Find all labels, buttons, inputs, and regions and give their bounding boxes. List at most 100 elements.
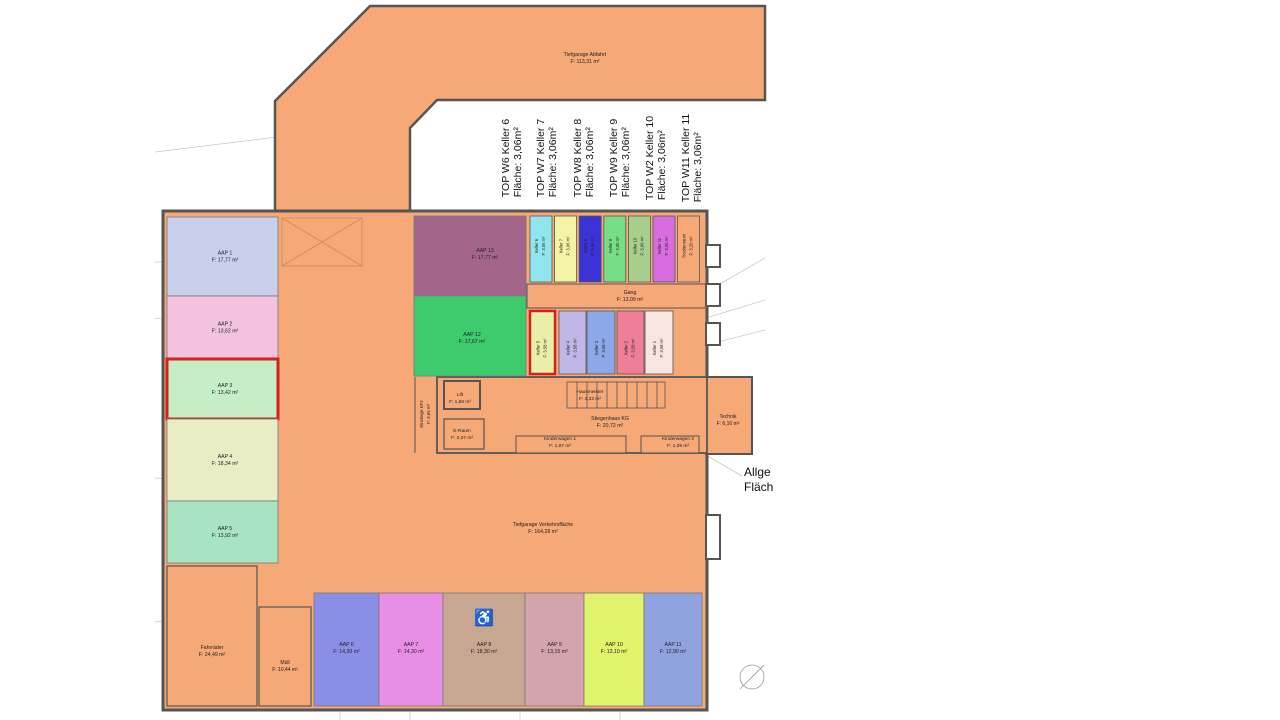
- north-arrow-line: [739, 664, 765, 690]
- aap-5-area: F: 13,92 m²: [212, 533, 239, 539]
- fahrrad-room: [166, 565, 258, 707]
- ramp-cross: [281, 217, 363, 267]
- storage-top-1-area: F: 3,06 m²: [541, 236, 546, 256]
- kinderwagen2-box: [640, 435, 700, 454]
- aap-5-name: AAP 5: [218, 526, 233, 532]
- muell-room: [258, 606, 312, 707]
- aap-11-area: F: 12,90 m²: [660, 649, 687, 655]
- window-niches: [705, 244, 721, 560]
- storage-bottom-3-area: F: 3,58 m²: [601, 338, 606, 358]
- side-label-line1: Allge: [744, 465, 775, 479]
- aap-3-area: F: 13,42 m²: [212, 390, 239, 396]
- gang-name: Gang: [624, 290, 637, 296]
- storage-bottom-2-area: F: 3,58 m²: [573, 338, 578, 358]
- muell-area: F: 10,44 m²: [272, 667, 298, 673]
- top-label-line2: Fläche: 3,06m²: [692, 132, 704, 203]
- parking-aap-7: [378, 592, 444, 707]
- aap-13-area: F: 17,77 m²: [472, 255, 499, 261]
- top-label-line1: TOP W6 Keller 6: [500, 118, 512, 198]
- aap-4-name: AAP 4: [218, 454, 233, 460]
- gang-area: [526, 283, 708, 309]
- storage-top-1-name: Keller 6: [534, 238, 539, 253]
- storage-top-5-area: F: 3,06 m²: [639, 236, 644, 256]
- parking-aap-11: [643, 592, 703, 707]
- aap-10-area: F: 13,10 m²: [601, 649, 628, 655]
- parking-aap-8: [442, 592, 526, 707]
- parking-aap-6: [313, 592, 380, 707]
- storage-bottom-4: [616, 310, 645, 375]
- aap-1-name: AAP 1: [218, 251, 233, 257]
- storage-top-4-name: Keller 9: [608, 238, 613, 253]
- storage-top-6-name: Keller 11: [657, 237, 662, 254]
- top-label-line1: TOP W8 Keller 8: [572, 118, 584, 198]
- top-label-line1: TOP W9 Keller 9: [608, 118, 620, 198]
- parking-aap-10: [583, 592, 645, 707]
- kinderwagen2-name: Kinderwagen 2: [662, 436, 694, 442]
- parking-aap-4: [166, 418, 279, 502]
- top-label-line2: Fläche: 3,06m²: [656, 130, 668, 201]
- kinderwagen2-area: F: 1,39 m²: [667, 443, 689, 449]
- fahrrad-name: Fahrräder: [201, 645, 224, 651]
- aap-8-name: AAP 8: [477, 642, 492, 648]
- storage-bottom-1-name: Keller 5: [536, 340, 541, 355]
- parking-aap-12: [413, 295, 527, 377]
- stiegenhaus-name: Stiegenhaus KG: [591, 416, 629, 422]
- top-label-line1: TOP W11 Keller 11: [680, 113, 692, 203]
- storage-top-3: [578, 215, 602, 283]
- aap-13-name: AAP 13: [476, 248, 494, 254]
- storage-top-3-name: Keller 8: [583, 238, 588, 253]
- storage-bottom-3-name: Keller 3: [594, 340, 599, 355]
- aap-6-name: AAP 6: [339, 642, 354, 648]
- parking-aap-9: [524, 592, 585, 707]
- storage-top-3-area: F: 3,06 m²: [590, 236, 595, 256]
- storage-top-6: [652, 215, 676, 283]
- top-label-line1: TOP W7 Keller 7: [535, 118, 547, 198]
- kinderwagen1-name: Kinderwagen 1: [544, 436, 576, 442]
- kinderwagen1-box: [515, 435, 627, 454]
- storage-bottom-1-area: F: 3,58 m²: [543, 338, 548, 358]
- top-label-line2: Fläche: 3,06m²: [512, 127, 524, 198]
- storage-bottom-5-name: Keller 1: [652, 340, 657, 355]
- aap-4-area: F: 18,34 m²: [212, 461, 239, 467]
- hausmeister-area: F: 4,32 m²: [579, 396, 601, 402]
- aap-9-area: F: 13,15 m²: [541, 649, 568, 655]
- storage-top-7: [677, 215, 700, 283]
- lift-box: [443, 380, 481, 410]
- stiegenhaus-area: F: 20,72 m²: [597, 423, 624, 429]
- storage-bottom-3: [586, 310, 616, 375]
- storage-top-2-area: F: 3,06 m²: [566, 236, 571, 256]
- stairs: [566, 381, 666, 409]
- technik-name: Technik: [720, 414, 737, 420]
- einstieg-name: Einstiege KF2: [419, 400, 424, 428]
- eraum-area: F: 2,37 m²: [451, 435, 473, 441]
- aap-3-name: AAP 3: [218, 383, 233, 389]
- verkehr-area: F: 164,28 m²: [528, 529, 558, 535]
- top-label-line2: Fläche: 3,06m²: [547, 127, 559, 198]
- lift-area: F: 1,66 m²: [449, 399, 471, 405]
- aap-2-area: F: 13,62 m²: [212, 329, 239, 335]
- storage-top-1: [529, 215, 553, 283]
- top-label-line1: TOP W2 Keller 10: [644, 115, 656, 201]
- einstieg-area: F: 3,65 m²: [426, 403, 431, 424]
- storage-top-2-name: Keller 7: [559, 238, 564, 253]
- storage-top-6-area: F: 3,06 m²: [664, 236, 669, 256]
- aap-12-area: F: 17,67 m²: [459, 339, 486, 345]
- parking-aap-13: [413, 215, 527, 297]
- rooms-layer: [165, 215, 703, 707]
- hausmeister-name: Hausmeister: [577, 389, 604, 395]
- accessible-icon: ♿: [474, 608, 494, 627]
- aap-7-name: AAP 7: [404, 642, 419, 648]
- storage-bottom-5-area: F: 3,58 m²: [659, 338, 664, 358]
- eraum-name: E-Raum: [453, 428, 471, 434]
